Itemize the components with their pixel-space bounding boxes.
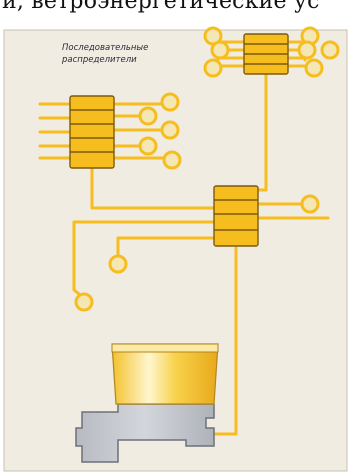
caption-strip: и, ветроэнергетические ус: [0, 0, 351, 30]
lube-point: [138, 136, 158, 156]
lube-point: [138, 106, 158, 126]
caption-text: и, ветроэнергетические ус: [2, 0, 320, 14]
distributors-label-line2: распределители: [61, 55, 137, 65]
distributor-left: [69, 95, 115, 169]
distributors-label-line1: Последовательные: [62, 43, 148, 53]
reservoir-pump: [75, 343, 219, 463]
lube-point: [203, 58, 223, 78]
lubrication-points: [74, 26, 340, 312]
lube-point: [320, 40, 340, 60]
lube-point: [210, 40, 230, 60]
lube-point: [160, 92, 180, 112]
lube-point: [108, 254, 128, 274]
lube-point: [297, 40, 317, 60]
distributor-top: [243, 33, 289, 75]
lube-point: [304, 58, 324, 78]
lube-point: [300, 194, 320, 214]
lube-point: [74, 292, 94, 312]
lube-point: [162, 150, 182, 170]
distributor-main: [213, 185, 259, 247]
lube-point: [160, 120, 180, 140]
grease-container: [111, 343, 219, 405]
